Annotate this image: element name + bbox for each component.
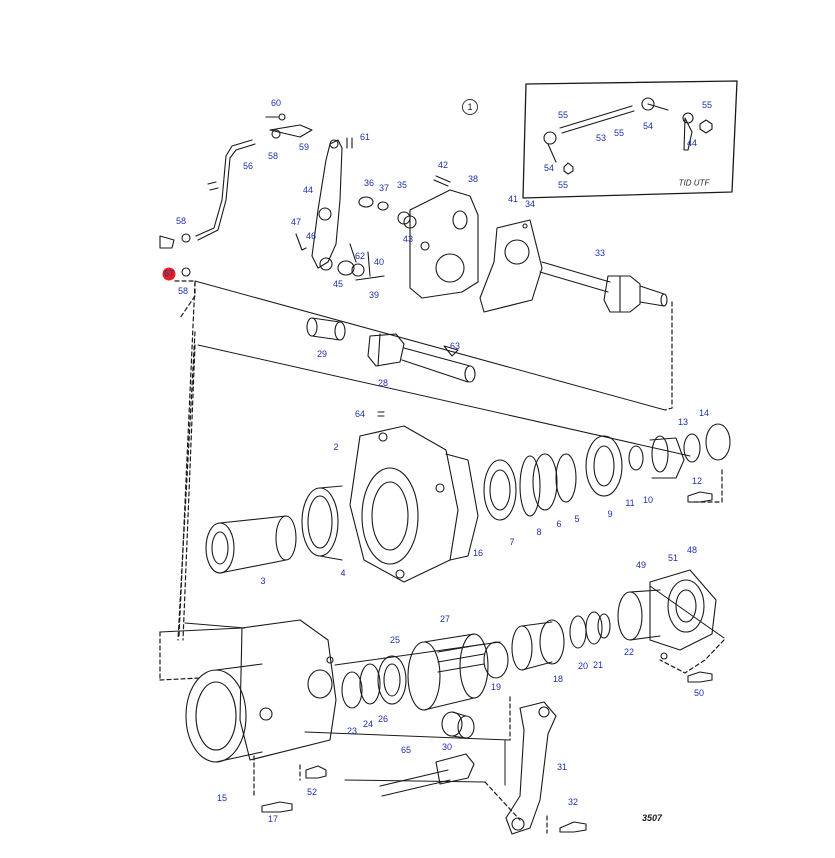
callout-5: 5 — [574, 514, 580, 524]
callout-24: 24 — [362, 719, 374, 729]
callout-16: 16 — [472, 548, 484, 558]
callout-52: 52 — [306, 787, 318, 797]
callout-42: 42 — [437, 160, 449, 170]
housing-2 — [349, 411, 479, 583]
callout-60: 60 — [270, 98, 282, 108]
callout-20: 20 — [577, 661, 589, 671]
callout-23: 23 — [346, 726, 358, 736]
callout-43: 43 — [402, 234, 414, 244]
callout-57-highlighted[interactable]: 57 — [162, 267, 176, 281]
callout-39: 39 — [368, 290, 380, 300]
callout-19: 19 — [490, 682, 502, 692]
callout-12: 12 — [691, 476, 703, 486]
bearing-4 — [301, 485, 343, 561]
callout-40: 40 — [373, 257, 385, 267]
callout-18: 18 — [552, 674, 564, 684]
callout-44: 44 — [686, 138, 698, 148]
callout-55: 55 — [557, 180, 569, 190]
callout-55: 55 — [613, 128, 625, 138]
callout-21: 21 — [592, 660, 604, 670]
shaft-33 — [539, 261, 668, 313]
inset-caption: TID UTF — [678, 178, 710, 188]
callout-35: 35 — [396, 180, 408, 190]
callout-3: 3 — [260, 576, 266, 586]
callout-33: 33 — [594, 248, 606, 258]
callout-61: 61 — [359, 132, 371, 142]
gear-housing-15 — [185, 619, 337, 763]
callout-58: 58 — [175, 216, 187, 226]
callout-56: 56 — [242, 161, 254, 171]
sleeve-27 — [407, 633, 489, 711]
callout-38: 38 — [467, 174, 479, 184]
callout-22: 22 — [623, 647, 635, 657]
callout-26: 26 — [377, 714, 389, 724]
arm-31 — [505, 701, 557, 835]
callout-59: 59 — [298, 142, 310, 152]
frame-lines — [159, 280, 725, 786]
callout-51: 51 — [667, 553, 679, 563]
drawing-number: 3507 — [641, 813, 663, 823]
callout-41: 41 — [507, 194, 519, 204]
callout-47: 47 — [290, 217, 302, 227]
seal-19-bearing-18 — [483, 611, 611, 679]
callout-54: 54 — [642, 121, 654, 131]
callout-2: 2 — [333, 442, 339, 452]
callout-37: 37 — [378, 183, 390, 193]
callout-63: 63 — [449, 341, 461, 351]
callout-14: 14 — [698, 408, 710, 418]
callout-4: 4 — [340, 568, 346, 578]
callout-54: 54 — [543, 163, 555, 173]
assembly-guide-lines — [159, 280, 725, 834]
callout-65: 65 — [400, 745, 412, 755]
callout-32: 32 — [567, 797, 579, 807]
bolts-17-52-32 — [261, 765, 587, 833]
callout-28: 28 — [377, 378, 389, 388]
callout-55: 55 — [557, 110, 569, 120]
callout-17: 17 — [267, 814, 279, 824]
callout-9: 9 — [607, 509, 613, 519]
callout-13: 13 — [677, 417, 689, 427]
inset-box — [522, 80, 738, 199]
callout-45: 45 — [332, 279, 344, 289]
callout-48: 48 — [686, 545, 698, 555]
bearing-stack-16-to-12 — [483, 423, 731, 521]
callout-11: 11 — [625, 498, 635, 508]
callout-10: 10 — [642, 495, 654, 505]
callout-31: 31 — [556, 762, 568, 772]
callout-7: 7 — [509, 537, 515, 547]
callout-8: 8 — [536, 527, 542, 537]
callout-50: 50 — [693, 688, 705, 698]
lever-44 — [295, 137, 389, 281]
callout-53: 53 — [595, 133, 607, 143]
callout-46: 46 — [305, 231, 317, 241]
callout-34: 34 — [524, 199, 536, 209]
callout-6: 6 — [556, 519, 562, 529]
rings-23-24-26-25 — [341, 655, 407, 709]
callout-36: 36 — [363, 178, 375, 188]
bushing-30-shaft-65 — [379, 711, 475, 797]
cover-48-22 — [617, 569, 717, 683]
view-marker: 1 — [462, 99, 478, 115]
cover-housing-38 — [397, 175, 479, 299]
callout-58: 58 — [177, 286, 189, 296]
coupling-3 — [205, 515, 297, 574]
gasket-41 — [479, 219, 543, 313]
callout-25: 25 — [389, 635, 401, 645]
callout-29: 29 — [316, 349, 328, 359]
callout-64: 64 — [354, 409, 366, 419]
callout-15: 15 — [216, 793, 228, 803]
callout-30: 30 — [441, 742, 453, 752]
callout-58: 58 — [267, 151, 279, 161]
callout-49: 49 — [635, 560, 647, 570]
callout-27: 27 — [439, 614, 451, 624]
control-linkage — [159, 113, 313, 277]
gear-shaft-28 — [306, 317, 476, 383]
callout-55: 55 — [701, 100, 713, 110]
callout-62: 62 — [354, 251, 366, 261]
callout-44: 44 — [302, 185, 314, 195]
